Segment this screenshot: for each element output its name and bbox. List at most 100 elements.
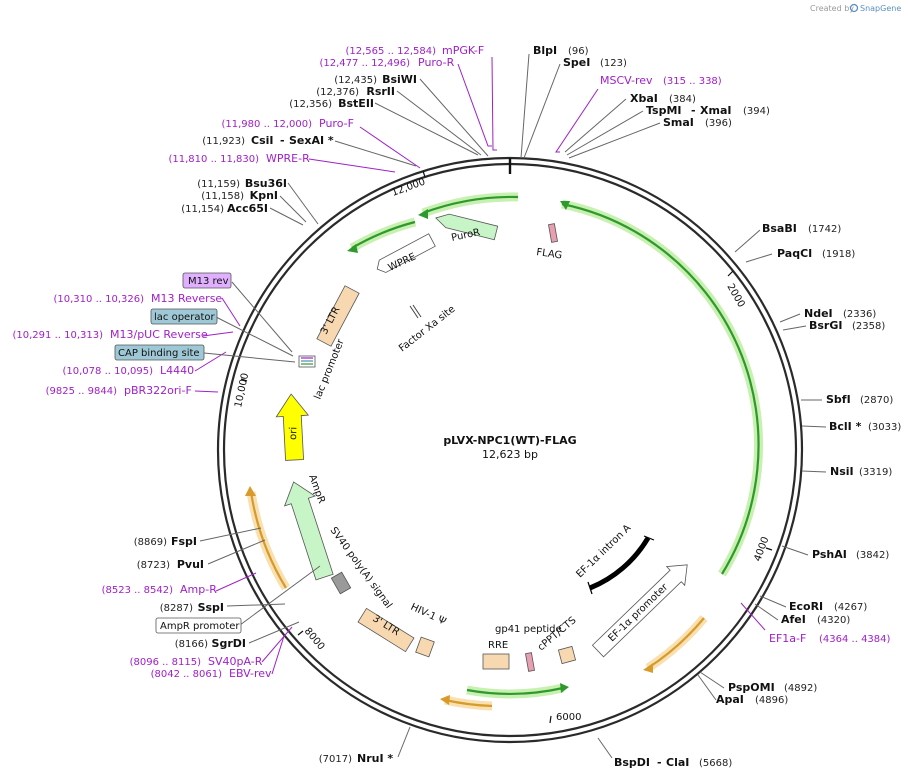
tick-marks — [240, 170, 773, 724]
cppt-feature — [557, 645, 577, 665]
gp41-feature — [525, 652, 535, 672]
factor-xa-label: Factor Xa site — [397, 304, 457, 355]
enzyme-position: (12,356) — [289, 99, 332, 110]
enzyme-position: (8723) — [137, 560, 170, 571]
enzyme-position: (11,159) — [197, 179, 240, 190]
primer-position: (10,310 .. 10,326) — [54, 294, 145, 305]
enzyme-position: (4896) — [755, 695, 788, 706]
ampr-feature — [283, 481, 334, 581]
enzyme-separator: - — [691, 104, 696, 117]
primer-name: pBR322ori-F — [124, 384, 192, 397]
enzyme-name: BsrGI — [809, 319, 842, 332]
primer-name: Amp-R — [180, 583, 217, 596]
factor-xa-feature — [409, 304, 422, 319]
enzyme-separator: - — [657, 756, 662, 769]
enzyme-name: Acc65I — [227, 202, 268, 215]
enzyme-position: (4892) — [784, 683, 817, 694]
primer-name: SV40pA-R — [208, 655, 263, 668]
tick-label-10000: 10,000 — [233, 372, 251, 409]
enzyme-name: PaqCI — [777, 247, 812, 260]
enzyme-name: PshAI — [812, 548, 847, 561]
enzyme-name: BlpI — [533, 44, 557, 57]
ef1a-intron-label: EF-1α intron A — [574, 523, 633, 580]
enzyme-position: (396) — [705, 118, 732, 129]
enzyme-position: (8287) — [160, 603, 193, 614]
hiv1-psi-label: HIV-1 Ψ — [409, 602, 448, 628]
orange-arc-left — [249, 491, 287, 589]
enzyme-position: (1742) — [808, 224, 841, 235]
enzyme-name: SgrDI — [212, 637, 246, 650]
primer-name: EBV-rev — [229, 667, 272, 680]
plasmid-length: 12,623 bp — [482, 448, 538, 461]
enzyme-name: EcoRI — [789, 600, 823, 613]
enzyme-position: (8166) — [175, 639, 208, 650]
enzyme-name: Bsu36I — [245, 177, 287, 190]
rre-feature — [482, 653, 510, 670]
enzyme-position: (1918) — [822, 249, 855, 260]
ori-feature — [275, 393, 310, 461]
lac-promoter-label: lac promoter — [313, 337, 348, 401]
enzyme-position: (2870) — [860, 395, 893, 406]
enzyme-position: (12,435) — [334, 75, 377, 86]
enzyme-separator: - — [280, 134, 285, 147]
ef1a-intron-feature — [589, 536, 651, 591]
enzyme-name: SspI — [198, 601, 224, 614]
puror-feature — [435, 213, 499, 241]
enzyme-name: FspI — [171, 535, 197, 548]
ori-label: ori — [288, 427, 299, 440]
tick-label-12000: 12,000 — [390, 177, 427, 199]
primer-name: M13 Reverse — [151, 292, 222, 305]
enzyme-name: NsiI — [830, 465, 854, 478]
hiv1-psi-feature — [415, 636, 435, 658]
boxed-leaders — [203, 281, 321, 626]
cap-binding-box — [114, 344, 205, 361]
enzyme-position: (4267) — [834, 602, 867, 613]
ef1a-promoter-feature — [591, 564, 688, 658]
enzyme-position: (11,158) — [201, 191, 244, 202]
primer-name: mPGK-F — [442, 44, 484, 57]
enzyme-name: TspMI — [646, 104, 682, 117]
primer-name: EF1a-F — [769, 632, 806, 645]
flag-label: FLAG — [536, 247, 563, 262]
enzyme-position: (4320) — [817, 615, 850, 626]
enzyme-position: (11,154) — [181, 204, 224, 215]
credit-prefix: Created by — [810, 4, 854, 13]
primer-leaders — [194, 56, 766, 675]
enzyme-position: (384) — [669, 94, 696, 105]
primer-position: (8523 .. 8542) — [102, 585, 174, 596]
primer-position: (8042 .. 8061) — [151, 669, 223, 680]
primer-position: (9825 .. 9844) — [46, 386, 118, 397]
enzyme-name: SpeI — [563, 56, 590, 69]
enzyme-name: BspDI — [614, 756, 650, 769]
primer-name: M13/pUC Reverse — [110, 328, 208, 341]
enzyme-name: CsiI — [251, 134, 273, 147]
enzyme-position: (3319) — [859, 467, 892, 478]
enzyme-position: (8869) — [134, 537, 167, 548]
orf-arc-bottom — [466, 686, 564, 695]
ef1a-promoter-label: EF-1α promoter — [606, 581, 671, 644]
primer-position: (10,078 .. 10,095) — [63, 366, 154, 377]
enzyme-name: XbaI — [630, 92, 658, 105]
enzyme-position: (2358) — [852, 321, 885, 332]
primer-position: (8096 .. 8115) — [130, 657, 202, 668]
enzyme-name: NruI * — [357, 752, 393, 765]
enzyme-name-alt: SexAI * — [289, 134, 334, 147]
plasmid-name: pLVX-NPC1(WT)-FLAG — [443, 434, 576, 447]
enzyme-name: PspOMI — [728, 681, 775, 694]
ltr3-feature-top — [316, 285, 360, 347]
orf-arc-large — [561, 202, 760, 575]
enzyme-name: RsrII — [366, 85, 395, 98]
credit-brand: SnapGene — [860, 4, 901, 13]
enzyme-name: NdeI — [804, 307, 833, 320]
enzyme-position: (3842) — [856, 550, 889, 561]
orange-arcs — [245, 486, 708, 711]
lac-promoter-feature — [298, 355, 316, 368]
enzyme-position: (7017) — [319, 754, 352, 765]
primer-position: (4364 .. 4384) — [819, 634, 891, 645]
wpre-feature — [376, 233, 436, 273]
ampr-promoter-label: AmpR promoter — [160, 621, 240, 632]
enzyme-position: (12,376) — [316, 87, 359, 98]
enzyme-name-alt: ClaI — [666, 756, 689, 769]
enzyme-position: (5668) — [699, 758, 732, 769]
enzyme-position: (2336) — [843, 309, 876, 320]
